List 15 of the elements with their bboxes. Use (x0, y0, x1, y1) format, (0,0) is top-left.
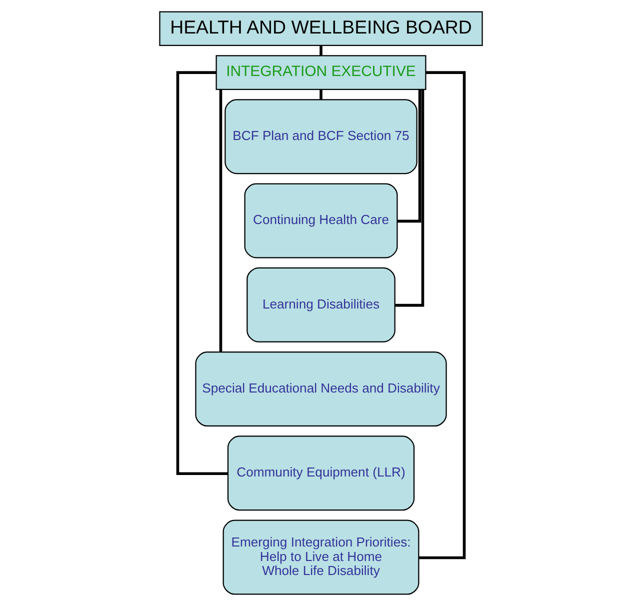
node-box: Continuing Health Care (244, 183, 398, 258)
node-box: Learning Disabilities (246, 267, 395, 342)
connector (394, 90, 424, 307)
connector (319, 46, 322, 56)
connector (218, 90, 222, 352)
connector (418, 71, 466, 560)
node-box: Special Educational Needs and Disability (194, 352, 446, 426)
connector (319, 90, 322, 100)
node-box: HEALTH AND WELLBEING BOARD (158, 11, 482, 46)
node-box: Emerging Integration Priorities: Help to Live at Home Whole Life Disability (222, 520, 419, 595)
node-box: INTEGRATION EXECUTIVE (215, 55, 426, 90)
connector (176, 71, 228, 476)
node-box: BCF Plan and BCF Section 75 (224, 99, 417, 174)
connector (396, 90, 421, 223)
node-box: Community Equipment (LLR) (226, 436, 414, 511)
